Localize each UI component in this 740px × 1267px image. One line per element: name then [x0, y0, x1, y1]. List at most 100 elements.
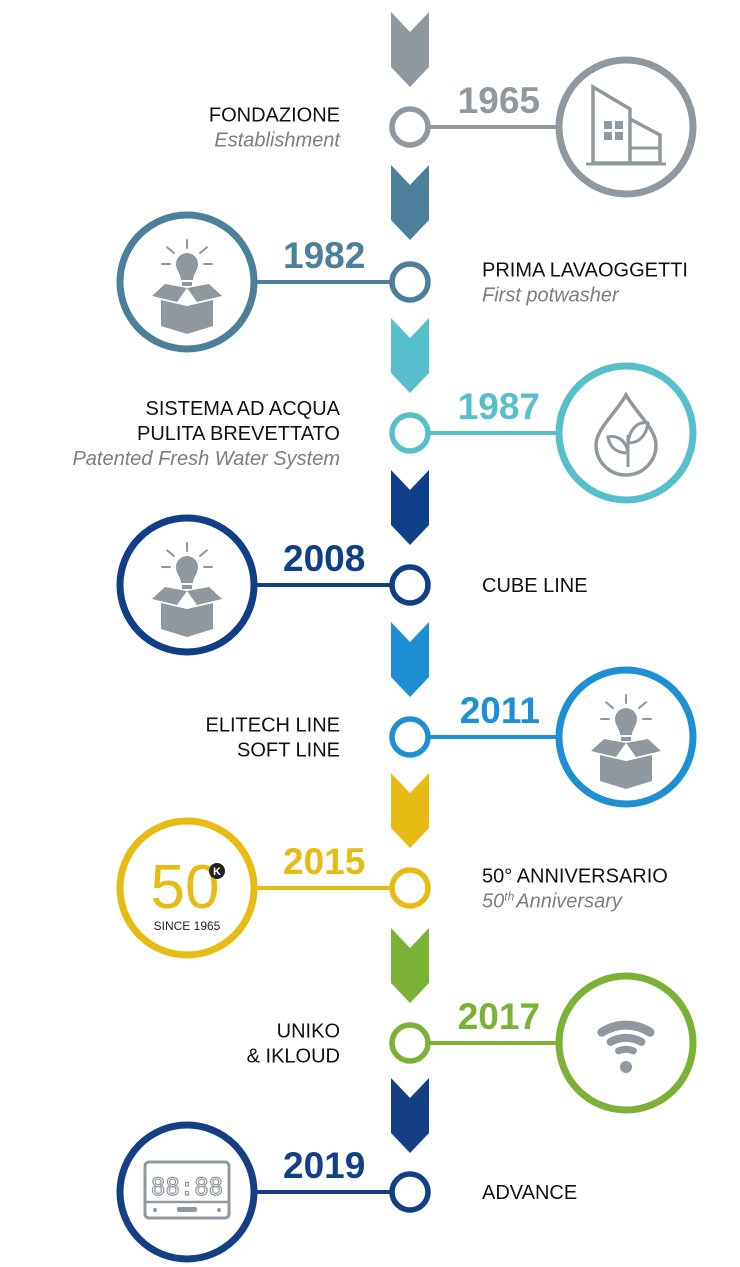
idea-box-icon-ray — [199, 549, 208, 558]
milestone-year: 2008 — [283, 538, 365, 579]
idea-box-icon-ray — [166, 246, 175, 255]
milestone-year: 2015 — [283, 841, 365, 882]
control-panel-icon-led — [153, 1208, 157, 1212]
building-icon-window — [615, 132, 623, 140]
milestone-title: ADVANCE — [482, 1182, 577, 1204]
milestone-subtitle: Establishment — [214, 130, 341, 152]
wifi-icon-arc — [597, 1020, 655, 1037]
milestone-year: 1965 — [458, 80, 540, 121]
control-panel-icon: 88:88 — [143, 1160, 231, 1220]
milestone-1987: 1987 SISTEMA AD ACQUA PULITA BREVETTATO Pat… — [72, 362, 697, 504]
fifty-logo-badge-letter: K — [213, 866, 221, 878]
timeline-chevron — [391, 928, 429, 1003]
idea-box-icon-bulb-base — [182, 585, 192, 589]
idea-box-icon-flap — [152, 587, 187, 605]
building-icon — [586, 83, 666, 166]
milestone-title: PULITA BREVETTATO — [137, 423, 340, 445]
milestone-title: ELITECH LINE — [206, 715, 340, 737]
timeline-chevron — [391, 773, 429, 848]
milestone-year: 2019 — [283, 1145, 365, 1186]
idea-box-icon-side — [161, 300, 187, 334]
milestone-year: 1982 — [283, 235, 365, 276]
leaf-icon — [626, 421, 650, 445]
milestone-title: FONDAZIONE — [209, 105, 340, 127]
fifty-logo-badge — [209, 863, 225, 879]
idea-box-icon-side — [600, 755, 626, 789]
leaf-icon — [606, 435, 630, 455]
control-panel-icon-button — [177, 1207, 197, 1212]
timeline-chevron — [391, 12, 429, 87]
control-panel-icon-led — [217, 1208, 221, 1212]
idea-box-icon-flap — [187, 284, 222, 302]
control-panel-icon-display: 88:88 — [151, 1173, 223, 1201]
milestone-subtitle-rest: Anniversary — [515, 891, 623, 913]
idea-box-icon-side — [187, 300, 213, 334]
milestone-year: 2011 — [460, 690, 540, 731]
milestone-title: PRIMA LAVAOGGETTI — [482, 260, 688, 282]
building-icon-window — [615, 121, 623, 129]
timeline-chevron — [391, 165, 429, 240]
idea-box-icon-ray — [605, 701, 614, 710]
milestone-year: 2017 — [458, 996, 540, 1037]
milestone-icon-circle — [116, 1121, 258, 1263]
timeline-node — [389, 867, 431, 909]
milestone-icon-circle — [555, 56, 697, 198]
timeline-arrows — [391, 12, 429, 1153]
wifi-icon — [597, 1020, 655, 1073]
fifty-logo-since: SINCE 1965 — [154, 919, 221, 933]
milestone-subtitle: Patented Fresh Water System — [72, 448, 340, 470]
water-drop-icon — [594, 391, 658, 477]
building-icon-window — [604, 121, 612, 129]
control-panel-icon-frame — [143, 1160, 231, 1220]
milestone-title: SISTEMA AD ACQUA — [145, 398, 340, 420]
milestone-icon-circle — [555, 972, 697, 1114]
timeline-node — [389, 564, 431, 606]
milestone-title: UNIKO — [277, 1021, 340, 1043]
idea-box-icon — [591, 694, 661, 789]
timeline-chevron — [391, 470, 429, 545]
timeline-node — [389, 716, 431, 758]
idea-box-icon-flap — [591, 739, 626, 757]
idea-box-icon-ray — [199, 246, 208, 255]
idea-box-icon-bulb — [176, 253, 198, 280]
idea-box-icon-bulb — [615, 708, 637, 735]
building-icon-window — [604, 132, 612, 140]
idea-box-icon — [152, 239, 222, 334]
milestone-icon-circle — [116, 817, 258, 959]
milestone-year: 1987 — [458, 386, 540, 427]
fifty-years-logo: 50K SINCE 1965 — [151, 853, 225, 933]
wifi-icon-arc — [606, 1033, 646, 1046]
milestone-subtitle-sup: th — [504, 890, 514, 904]
water-leaf-icon — [594, 391, 658, 477]
timeline-chevron — [391, 318, 429, 393]
timeline-node — [389, 261, 431, 303]
idea-box-icon — [152, 542, 222, 637]
idea-box-icon-bulb — [176, 556, 198, 583]
idea-box-icon-side — [187, 603, 213, 637]
idea-box-icon-flap — [626, 739, 661, 757]
timeline-chevron — [391, 1078, 429, 1153]
wifi-icon-arc — [615, 1045, 637, 1055]
milestone-subtitle: First potwasher — [482, 285, 620, 307]
milestone-title: 50° ANNIVERSARIO — [482, 866, 668, 888]
idea-box-icon-flap — [187, 587, 222, 605]
idea-box-icon-bulb-base — [182, 282, 192, 286]
timeline-node — [389, 1022, 431, 1064]
idea-box-icon-ray — [638, 701, 647, 710]
idea-box-icon-ray — [166, 549, 175, 558]
wifi-icon-dot — [620, 1061, 632, 1073]
fifty-logo-number: 50 — [151, 853, 220, 922]
milestone-title: & IKLOUD — [247, 1046, 340, 1068]
idea-box-icon-flap — [152, 284, 187, 302]
milestone-subtitle-number: 50 — [482, 891, 504, 913]
idea-box-icon-bulb-base — [621, 737, 631, 741]
